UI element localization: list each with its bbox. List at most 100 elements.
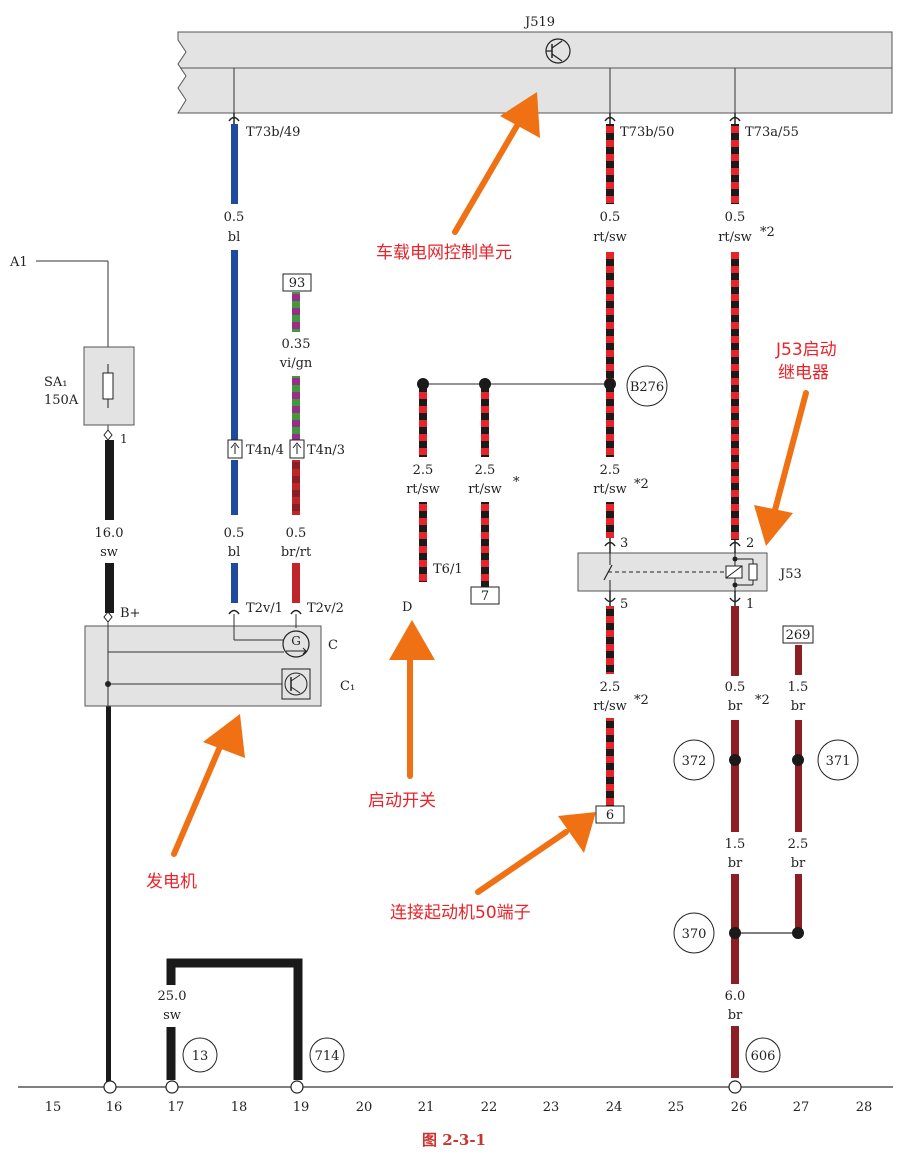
relay-j53: 3 2 5 1 J53 [577,536,802,612]
wire-label-w11: 2.5 rt/sw *2 [593,680,649,714]
svg-text:rt/sw: rt/sw [406,482,440,497]
regulator-transistor-icon [281,668,311,700]
wire-label-w7: 0.5 br/rt [281,526,312,560]
relay-diode-icon [748,563,758,581]
wire-br-27c [795,874,802,934]
svg-text:br: br [728,856,743,871]
svg-text:br: br [728,1008,743,1023]
wire-rtsw-24c [606,502,614,538]
wire-label-w12: 0.5 br *2 [725,680,770,714]
svg-text:br: br [728,699,743,714]
pin-label-t73b50: T73b/50 [620,125,674,140]
wire-rtsw-21a [419,384,427,457]
wire-label-w13: 1.5 br [788,680,809,714]
fuse-icon [102,372,114,400]
wire-label-w6: 0.5 bl [224,526,245,560]
generator-g-icon: G [282,630,310,658]
pin-mark-relay-1 [729,591,741,606]
annotation-generator: 发电机 [146,872,197,892]
svg-text:vi/gn: vi/gn [279,356,313,371]
fuse-name: SA₁ [44,375,68,390]
column-number: 17 [168,1100,185,1115]
svg-text:*2: *2 [634,693,649,708]
column-number: 23 [543,1100,560,1115]
column-number: 19 [293,1100,310,1115]
annotation-ignition: 启动开关 [368,791,436,811]
ref-box-6: 6 [595,805,625,824]
wire-rtsw-22b [481,502,489,587]
svg-text:*: * [513,475,520,490]
svg-text:*2: *2 [755,693,770,708]
wire-ground-16 [106,706,111,1084]
pin-mark-bplus [103,611,113,623]
fuse-sa1: SA₁ 150A 1 [44,346,135,446]
svg-text:2.5: 2.5 [600,680,621,695]
annotation-starter50: 连接起动机50端子 [390,903,531,923]
generator-unit: B+ T2v/1 T2v/2 G C C₁ [84,601,355,707]
fuse-rating: 150A [44,393,79,408]
wire-bl-mid [231,250,238,440]
svg-text:371: 371 [826,754,851,769]
svg-text:rt/sw: rt/sw [593,482,627,497]
svg-text:372: 372 [682,754,707,769]
relay-pin-1: 1 [746,597,754,612]
ground-terminal-19 [290,1080,304,1094]
wire-label-w1: 0.5 bl [224,210,245,245]
svg-text:2.5: 2.5 [475,463,496,478]
circle-372: 372 [673,739,715,781]
circle-714: 714 [309,1037,345,1073]
svg-text:2.5: 2.5 [600,463,621,478]
svg-text:*2: *2 [634,477,649,492]
wire-bl-upper [231,124,238,204]
wire-rtsw-26b [731,252,739,540]
column-number: 21 [418,1100,435,1115]
svg-text:269: 269 [786,628,811,643]
svg-text:0.5: 0.5 [224,210,245,225]
generator-internal-dot [105,681,111,687]
pin-mark-relay-5 [604,591,616,606]
svg-text:606: 606 [751,1049,776,1064]
wire-label-w3: 0.5 rt/sw *2 [718,210,775,245]
svg-text:0.5: 0.5 [286,526,307,541]
svg-text:rt/sw: rt/sw [468,482,502,497]
column-number: 16 [106,1100,123,1115]
circle-606: 606 [745,1037,781,1073]
wire-label-w4: 0.35 vi/gn [279,337,313,371]
wire-br-27b [795,720,802,832]
wire-br-26a [731,606,739,676]
junction-dot-370b [792,927,804,939]
wire-br-26b [731,720,739,832]
j519-box [177,31,893,114]
svg-text:0.5: 0.5 [725,210,746,225]
column-numbers: 15 16 17 18 19 20 21 22 23 24 25 26 27 2… [45,1100,873,1115]
svg-text:sw: sw [163,1008,181,1023]
pin-label-t73a55: T73a/55 [745,125,799,140]
wire-rtsw-24e [606,718,614,806]
ground-terminal-17 [165,1080,179,1094]
d-label: D [402,600,412,615]
pin-label-t73b49: T73b/49 [246,125,300,140]
svg-text:T4n/4: T4n/4 [246,443,284,458]
circle-b276: B276 [626,365,668,407]
wire-vign-a [292,292,300,332]
wire-brrt-b [292,563,300,603]
svg-text:sw: sw [100,545,118,560]
svg-text:0.5: 0.5 [725,680,746,695]
t2v2-label: T2v/2 [307,601,344,616]
junction-dot-372 [729,754,741,766]
svg-text:bl: bl [228,230,240,245]
svg-text:1.5: 1.5 [788,680,809,695]
ref-box-269: 269 [782,625,814,644]
t2v1-label: T2v/1 [246,601,283,616]
wire-rtsw-21b [419,502,427,582]
svg-text:rt/sw: rt/sw [718,230,752,245]
pin-mark-relay-3 [604,538,616,553]
pin-mark-t2v2 [290,609,302,615]
connector-t4n3: T4n/3 [289,439,345,459]
svg-text:T4n/3: T4n/3 [307,443,345,458]
j519-title: J519 [523,15,555,30]
circle-13: 13 [182,1037,218,1073]
arrow-ignition [389,620,435,779]
t61-label: T6/1 [433,562,463,577]
